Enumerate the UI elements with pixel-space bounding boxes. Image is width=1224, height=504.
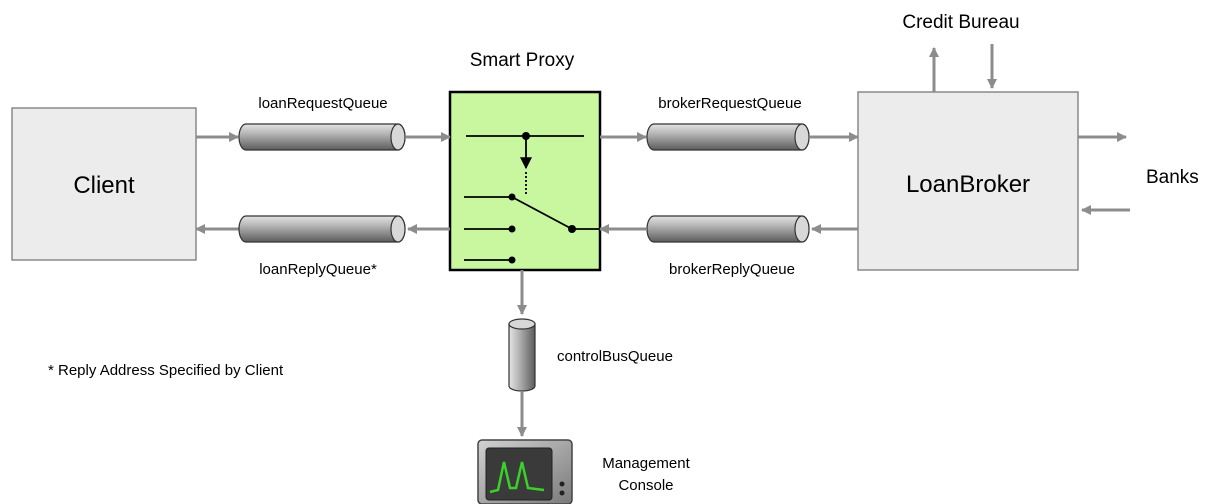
loan-broker-label: LoanBroker	[906, 171, 1030, 198]
banks-label: Banks	[1146, 167, 1199, 188]
control-bus-queue: controlBusQueue	[508, 318, 673, 392]
broker-reply-queue-label: brokerReplyQueue	[669, 261, 795, 278]
client-node: Client	[11, 107, 197, 261]
broker-request-queue: brokerRequestQueue	[646, 95, 810, 151]
footnote: * Reply Address Specified by Client	[48, 362, 284, 379]
loan-request-queue-label: loanRequestQueue	[258, 95, 387, 112]
router-switch-icon	[464, 135, 600, 261]
broker-reply-queue: brokerReplyQueue	[646, 215, 810, 278]
control-bus-queue-label: controlBusQueue	[557, 348, 673, 365]
loan-request-queue: loanRequestQueue	[238, 95, 406, 151]
management-console-label-line1: Management	[602, 455, 690, 472]
credit-bureau-label: Credit Bureau	[902, 12, 1019, 33]
management-console-icon	[477, 439, 573, 504]
smart-proxy-node: Smart Proxy	[448, 50, 602, 272]
connectors	[195, 44, 1130, 437]
broker-request-queue-label: brokerRequestQueue	[658, 95, 801, 112]
client-label: Client	[73, 172, 135, 199]
smart-proxy-label: Smart Proxy	[470, 50, 575, 71]
loan-reply-queue-label: loanReplyQueue*	[259, 261, 377, 278]
loan-broker-node: LoanBroker	[857, 91, 1079, 271]
loan-reply-queue: loanReplyQueue*	[238, 215, 406, 278]
management-console-label-line2: Console	[618, 477, 673, 494]
